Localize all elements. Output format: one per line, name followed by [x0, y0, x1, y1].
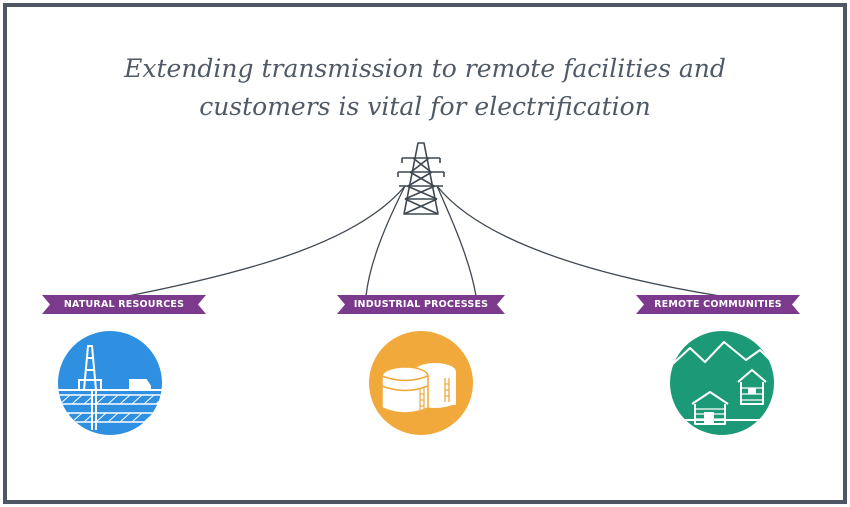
- ribbon-natural-resources: NATURAL RESOURCES: [42, 295, 206, 314]
- transmission-lines: [127, 185, 721, 297]
- storage-tanks-icon: [369, 331, 473, 435]
- transmission-tower-icon: [397, 142, 445, 215]
- category-label-natural-resources: NATURAL RESOURCES: [63, 299, 185, 310]
- ribbon-industrial-processes: INDUSTRIAL PROCESSES: [337, 295, 505, 314]
- line-to-natural-resources: [127, 185, 406, 297]
- cabins-mountains-icon: [670, 331, 774, 435]
- line-to-remote-communities: [436, 185, 721, 297]
- line-to-industrial-left: [365, 185, 406, 297]
- diagram-title: Extending transmission to remote facilit…: [0, 50, 850, 126]
- line-to-industrial-right: [436, 185, 477, 297]
- ribbon-band: [636, 295, 800, 314]
- category-label-industrial-processes: INDUSTRIAL PROCESSES: [353, 299, 489, 310]
- ribbon-remote-communities: REMOTE COMMUNITIES: [636, 295, 800, 314]
- ribbon-band: [42, 295, 206, 314]
- title-line-2: customers is vital for electrification: [199, 92, 651, 121]
- ribbon-band: [337, 295, 505, 314]
- oil-rig-icon: [58, 331, 162, 435]
- title-line-1: Extending transmission to remote facilit…: [124, 54, 726, 83]
- category-label-remote-communities: REMOTE COMMUNITIES: [654, 299, 782, 310]
